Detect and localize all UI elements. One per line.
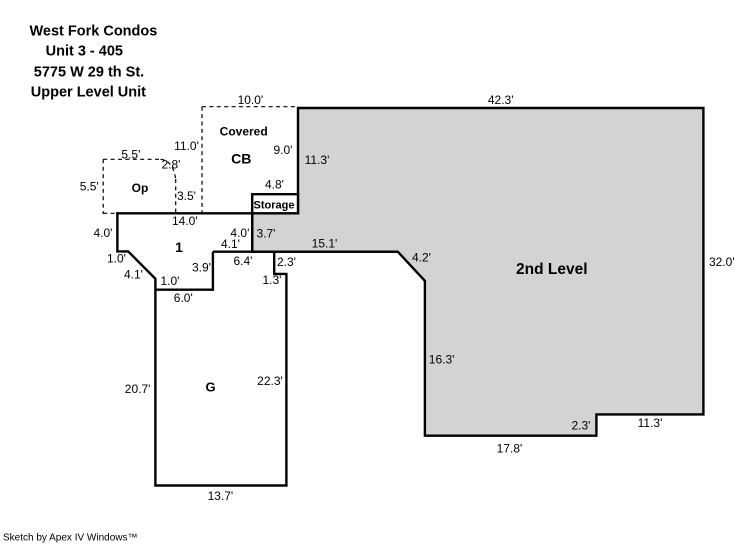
svg-text:13.7': 13.7' (208, 489, 234, 503)
svg-text:20.7': 20.7' (125, 382, 151, 396)
svg-text:Upper Level Unit: Upper Level Unit (31, 84, 146, 100)
svg-text:2.3': 2.3' (277, 255, 296, 269)
svg-text:16.3': 16.3' (429, 352, 455, 366)
svg-text:4.1': 4.1' (124, 267, 143, 281)
svg-text:3.9': 3.9' (192, 261, 211, 275)
svg-text:4.0': 4.0' (230, 226, 249, 240)
svg-text:3.7': 3.7' (257, 227, 276, 241)
svg-text:5775 W 29 th St.: 5775 W 29 th St. (34, 64, 144, 80)
svg-text:Storage: Storage (254, 200, 295, 212)
svg-text:1.0': 1.0' (107, 251, 126, 265)
svg-text:5.5': 5.5' (80, 179, 99, 193)
svg-text:1: 1 (175, 239, 183, 255)
svg-text:6.0': 6.0' (174, 291, 193, 305)
svg-text:11.3': 11.3' (305, 153, 330, 167)
svg-text:6.4': 6.4' (234, 254, 253, 268)
svg-text:42.3': 42.3' (488, 93, 514, 107)
svg-text:32.0': 32.0' (709, 255, 735, 269)
svg-text:22.3': 22.3' (257, 374, 283, 388)
svg-text:15.1': 15.1' (312, 237, 338, 251)
svg-text:Covered: Covered (220, 124, 268, 138)
svg-text:Unit 3 - 405: Unit 3 - 405 (46, 44, 123, 60)
svg-text:2.8': 2.8' (162, 158, 181, 172)
svg-text:4.1': 4.1' (221, 237, 240, 251)
svg-text:9.0': 9.0' (274, 143, 293, 157)
svg-text:11.0': 11.0' (174, 139, 199, 153)
svg-text:Op: Op (132, 181, 149, 195)
svg-text:10.0': 10.0' (238, 93, 264, 107)
svg-text:1.3': 1.3' (263, 273, 282, 287)
svg-text:West Fork Condos: West Fork Condos (29, 24, 157, 40)
svg-text:11.3': 11.3' (638, 416, 663, 430)
svg-text:14.0': 14.0' (172, 214, 198, 228)
svg-text:G: G (205, 380, 215, 395)
svg-text:CB: CB (231, 151, 251, 167)
svg-text:2.3': 2.3' (572, 418, 591, 432)
svg-text:4.8': 4.8' (265, 177, 284, 191)
svg-text:2nd Level: 2nd Level (516, 261, 588, 278)
svg-text:4.2': 4.2' (412, 250, 431, 264)
svg-text:1.0': 1.0' (161, 274, 180, 288)
svg-text:Sketch by Apex IV Windows™: Sketch by Apex IV Windows™ (3, 533, 138, 544)
svg-text:17.8': 17.8' (497, 442, 523, 456)
svg-text:5.5': 5.5' (121, 148, 140, 162)
svg-text:3.5': 3.5' (177, 189, 196, 203)
svg-text:4.0': 4.0' (94, 226, 113, 240)
